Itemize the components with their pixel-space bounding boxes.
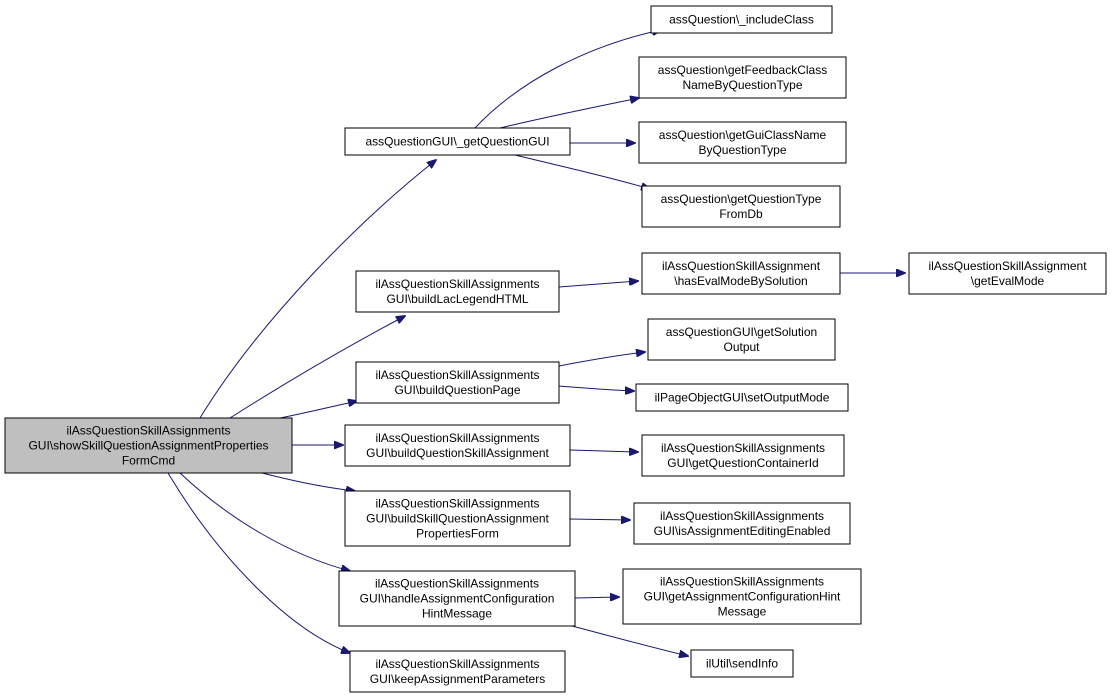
edge-root-to-build-skill-question-assignment-properties-form — [261, 472, 355, 491]
node-label-line: assQuestion\_includeClass — [669, 13, 814, 27]
node-root[interactable]: ilAssQuestionSkillAssignmentsGUI\showSki… — [4, 417, 293, 474]
node-set-output-mode[interactable]: ilPageObjectGUI\setOutputMode — [635, 383, 849, 412]
edge-handle-assignment-configuration-hint-message-to-send-info — [571, 625, 688, 656]
node-label-line: GUI\getQuestionContainerId — [667, 456, 818, 470]
node-label-line: GUI\isAssignmentEditingEnabled — [654, 524, 831, 538]
node-box — [622, 568, 862, 625]
node-label-line: ilAssQuestionSkillAssignments — [375, 657, 539, 671]
node-box — [638, 56, 847, 99]
node-box — [344, 424, 571, 467]
node-send-info[interactable]: ilUtil\sendInfo — [690, 649, 794, 678]
node-label-line: ilAssQuestionSkillAssignments — [660, 575, 824, 589]
node-label-line: \getEvalMode — [971, 274, 1045, 288]
edge-root-to-keep-assignment-parameters — [167, 472, 350, 653]
node-get-question-gui[interactable]: assQuestionGUI\_getQuestionGUI — [344, 127, 571, 156]
node-label-line: assQuestion\getGuiClassName — [659, 128, 827, 142]
node-get-assignment-configuration-hint-message[interactable]: ilAssQuestionSkillAssignmentsGUI\getAssi… — [622, 568, 862, 625]
node-label-line: assQuestion\getQuestionType — [661, 192, 822, 206]
node-label-line: FormCmd — [122, 454, 175, 468]
node-keep-assignment-parameters[interactable]: ilAssQuestionSkillAssignmentsGUI\keepAss… — [349, 650, 566, 693]
node-label-line: GUI\handleAssignmentConfiguration — [360, 592, 555, 606]
node-label-line: HintMessage — [422, 607, 492, 621]
edge-handle-assignment-configuration-hint-message-to-get-assignment-configuration-hint-message — [574, 597, 619, 598]
edge-root-to-build-lac-legend-html — [229, 316, 405, 419]
node-get-question-container-id[interactable]: ilAssQuestionSkillAssignmentsGUI\getQues… — [641, 434, 845, 477]
node-box — [650, 5, 833, 34]
node-label-line: ilAssQuestionSkillAssignments — [660, 509, 824, 523]
edge-root-to-build-question-page — [279, 401, 357, 419]
node-label-line: ilPageObjectGUI\setOutputMode — [655, 391, 830, 405]
node-box — [633, 502, 851, 545]
node-label-line: ByQuestionType — [698, 143, 786, 157]
node-include-class[interactable]: assQuestion\_includeClass — [650, 5, 833, 34]
node-box — [690, 649, 794, 678]
node-box — [638, 121, 847, 164]
edge-build-question-page-to-get-solution-output — [558, 352, 645, 367]
node-box — [344, 490, 571, 547]
node-label-line: ilAssQuestionSkillAssignments — [375, 577, 539, 591]
node-label-line: ilAssQuestionSkillAssignments — [661, 441, 825, 455]
node-build-question-skill-assignment[interactable]: ilAssQuestionSkillAssignmentsGUI\buildQu… — [344, 424, 571, 467]
node-box — [355, 270, 560, 313]
node-label-line: ilUtil\sendInfo — [706, 657, 778, 671]
node-label-line: GUI\showSkillQuestionAssignmentPropertie… — [28, 439, 268, 453]
node-label-line: GUI\getAssignmentConfigurationHint — [644, 590, 841, 604]
node-build-lac-legend-html[interactable]: ilAssQuestionSkillAssignmentsGUI\buildLa… — [355, 270, 560, 313]
node-label-line: ilAssQuestionSkillAssignments — [375, 497, 539, 511]
edge-root-to-handle-assignment-configuration-hint-message — [179, 472, 350, 571]
node-get-eval-mode[interactable]: ilAssQuestionSkillAssignment\getEvalMode — [908, 252, 1107, 295]
node-box — [908, 252, 1107, 295]
node-get-feedback-class[interactable]: assQuestion\getFeedbackClassNameByQuesti… — [638, 56, 847, 99]
edge-build-question-skill-assignment-to-get-question-container-id — [569, 450, 638, 452]
node-label-line: PropertiesForm — [416, 527, 499, 541]
node-build-skill-question-assignment-properties-form[interactable]: ilAssQuestionSkillAssignmentsGUI\buildSk… — [344, 490, 571, 547]
node-box — [349, 650, 566, 693]
node-label-line: ilAssQuestionSkillAssignments — [375, 368, 539, 382]
node-label-line: GUI\buildQuestionPage — [394, 383, 520, 397]
edge-root-to-get-question-gui — [199, 160, 436, 419]
edge-get-question-gui-to-get-feedback-class — [499, 98, 639, 129]
node-label-line: Message — [718, 605, 767, 619]
edge-get-question-gui-to-include-class — [474, 30, 661, 129]
node-box — [641, 252, 841, 295]
node-label-line: Output — [723, 340, 760, 354]
node-label-line: GUI\buildLacLegendHTML — [386, 292, 528, 306]
node-box — [641, 434, 845, 477]
node-label-line: assQuestion\getFeedbackClass — [658, 63, 827, 77]
node-handle-assignment-configuration-hint-message[interactable]: ilAssQuestionSkillAssignmentsGUI\handleA… — [338, 570, 576, 627]
node-box — [647, 318, 836, 361]
edge-get-question-gui-to-get-question-type-from-db — [514, 154, 650, 189]
node-get-gui-class-name[interactable]: assQuestion\getGuiClassNameByQuestionTyp… — [638, 121, 847, 164]
node-label-line: FromDb — [719, 207, 763, 221]
node-label-line: ilAssQuestionSkillAssignments — [66, 424, 230, 438]
node-has-eval-mode-by-solution[interactable]: ilAssQuestionSkillAssignment\hasEvalMode… — [641, 252, 841, 295]
node-label-line: NameByQuestionType — [682, 78, 802, 92]
edge-build-question-page-to-set-output-mode — [558, 385, 634, 391]
node-is-assignment-editing-enabled[interactable]: ilAssQuestionSkillAssignmentsGUI\isAssig… — [633, 502, 851, 545]
edge-build-lac-legend-html-to-has-eval-mode-by-solution — [558, 281, 638, 288]
node-label-line: ilAssQuestionSkillAssignments — [375, 277, 539, 291]
node-label-line: ilAssQuestionSkillAssignment — [928, 259, 1087, 273]
node-box — [635, 383, 849, 412]
node-label-line: ilAssQuestionSkillAssignments — [375, 431, 539, 445]
node-label-line: GUI\buildSkillQuestionAssignment — [366, 512, 549, 526]
node-box — [338, 570, 576, 627]
node-build-question-page[interactable]: ilAssQuestionSkillAssignmentsGUI\buildQu… — [355, 361, 560, 404]
edge-build-skill-question-assignment-properties-form-to-is-assignment-editing-enabled — [569, 519, 630, 520]
node-box — [4, 417, 293, 474]
node-label-line: GUI\keepAssignmentParameters — [370, 672, 545, 686]
node-label-line: assQuestionGUI\getSolution — [666, 325, 817, 339]
node-label-line: ilAssQuestionSkillAssignment — [662, 259, 821, 273]
node-label-line: assQuestionGUI\_getQuestionGUI — [365, 135, 549, 149]
node-box — [355, 361, 560, 404]
node-label-line: \hasEvalModeBySolution — [674, 274, 807, 288]
node-label-line: GUI\buildQuestionSkillAssignment — [366, 446, 549, 460]
node-box — [344, 127, 571, 156]
node-box — [641, 185, 841, 228]
